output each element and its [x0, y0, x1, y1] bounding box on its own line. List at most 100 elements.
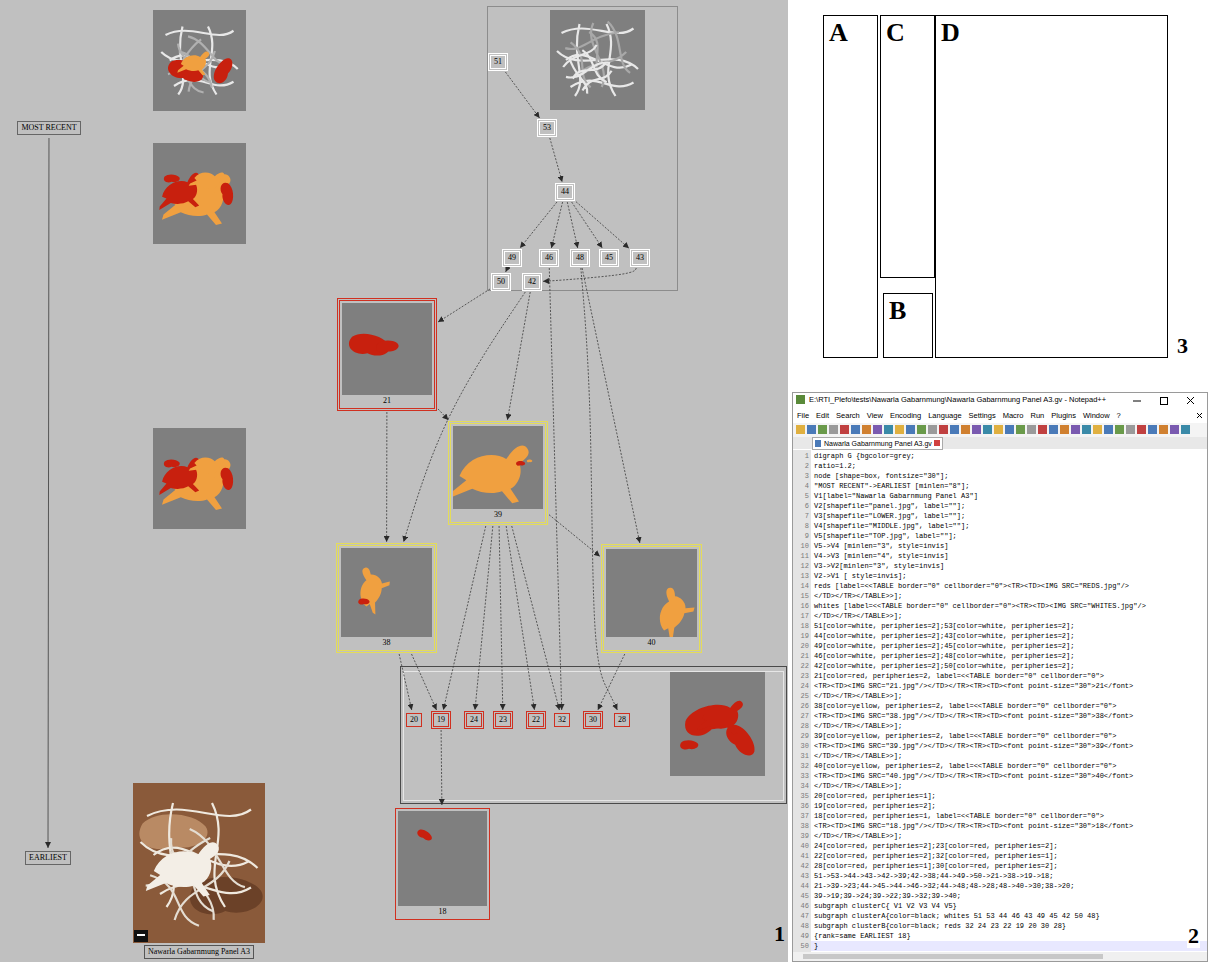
scrollbar-thumb: [803, 954, 1103, 959]
image-ground: [342, 303, 432, 395]
line-number: 18: [793, 621, 809, 631]
precedence-arrow: [520, 202, 557, 248]
line-number: 45: [793, 891, 809, 901]
line-number: 22: [793, 661, 809, 671]
phase-box: 49: [504, 251, 520, 265]
line-number: 33: [793, 771, 809, 781]
cluster-frame: [404, 672, 784, 801]
caption-box: Nawarla Gabarnmung Panel A3: [144, 945, 254, 959]
line-number: 32: [793, 761, 809, 771]
toolbar-icon: [884, 425, 893, 434]
image-phase-box: 21: [339, 300, 435, 409]
phase-box: 28: [614, 713, 630, 727]
layout-panel: B: [883, 293, 933, 358]
line-number: 6: [793, 501, 809, 511]
line-number: 2: [793, 461, 809, 471]
layout-panel: D: [935, 15, 1168, 358]
image-ground: [153, 10, 246, 111]
phase-box: 19: [433, 713, 449, 727]
precedence-arrow: [576, 202, 629, 249]
code-line: 19[color=red, peripheries=2];: [814, 801, 936, 811]
white-figure-lines: [559, 41, 618, 98]
line-number: 1: [793, 451, 809, 461]
precedence-arrow: [412, 654, 437, 710]
phase-box: 51: [490, 55, 506, 69]
code-line: 21[color=red, peripheries=2, label=<<TAB…: [814, 671, 1104, 681]
phase-box: 53: [539, 121, 555, 135]
painted-figure: [210, 55, 236, 86]
precedence-arrow: [48, 138, 50, 848]
line-number: 30: [793, 741, 809, 751]
line-number: 26: [793, 701, 809, 711]
precedence-arrow: [598, 654, 625, 710]
menu-item: Window: [1083, 411, 1110, 421]
painted-figure: [164, 174, 180, 182]
toolbar-icon: [906, 425, 915, 434]
menu-item: View: [867, 411, 883, 421]
menu-item: Language: [928, 411, 961, 421]
line-number: 12: [793, 561, 809, 571]
code-line: 20[color=red, peripheries=1];: [814, 791, 936, 801]
file-tab: [813, 438, 943, 450]
toolbar-icon: [1027, 425, 1036, 434]
node-label: 30: [589, 715, 597, 725]
precedence-arrow: [441, 730, 443, 805]
line-number: 11: [793, 551, 809, 561]
panel-number: 2: [1187, 924, 1200, 948]
image-ground: [606, 549, 697, 637]
cluster-frame: [488, 7, 678, 291]
code-line: V4->V3 [minlen="4", style=invis]: [814, 551, 948, 561]
node-label: 53: [543, 123, 551, 133]
toolbar-icon: [829, 425, 838, 434]
painted-figure: [680, 740, 698, 749]
scale-marker: [134, 930, 148, 942]
node-label: 46: [545, 253, 553, 263]
line-number: 13: [793, 571, 809, 581]
toolbar-icon: [1159, 425, 1168, 434]
line-number: 8: [793, 521, 809, 531]
painted-figure: [220, 467, 235, 491]
line-number: 43: [793, 871, 809, 881]
toolbar-icon: [917, 425, 926, 434]
panel-letter: C: [886, 18, 934, 48]
image-phase-box: 18: [395, 808, 490, 920]
phase-box: 48: [572, 251, 588, 265]
code-line: V4[shapefile="MIDDLE.jpg", label=""];: [814, 521, 969, 531]
toolbar-icon: [1115, 425, 1124, 434]
painted-figure: [375, 340, 399, 354]
code-line: </TD></TR></TABLE>>];: [814, 781, 902, 791]
precedence-arrow: [507, 292, 530, 420]
precedence-arrow: [549, 268, 561, 710]
line-number: 34: [793, 781, 809, 791]
precedence-arrow: [399, 654, 412, 710]
node-label: 22: [532, 715, 540, 725]
node-label: EARLIEST: [29, 853, 67, 863]
code-line: subgraph clusterB{color=black; reds 32 2…: [814, 921, 1066, 931]
menu-item: Run: [1031, 411, 1045, 421]
maximize-button: [1161, 398, 1168, 405]
line-number: 27: [793, 711, 809, 721]
white-figure-lines: [141, 803, 258, 907]
line-number: 17: [793, 611, 809, 621]
line-number: 39: [793, 831, 809, 841]
timeline-box: EARLIEST: [25, 851, 71, 865]
code-line: <TR><TD><IMG SRC="39.jpg"/></TD></TR><TR…: [814, 741, 1133, 751]
toolbar-icon: [1049, 425, 1058, 434]
line-number: 23: [793, 671, 809, 681]
menu-item: ?: [1117, 411, 1121, 421]
line-number: 29: [793, 731, 809, 741]
toolbar-icon: [994, 425, 1003, 434]
node-label: 20: [410, 715, 418, 725]
current-line-highlight: [811, 941, 1207, 951]
code-line: <TR><TD><IMG SRC="21.jpg"/></TD></TR><TR…: [814, 681, 1133, 691]
line-number: 35: [793, 791, 809, 801]
node-label: 50: [497, 277, 505, 287]
phase-box: 50: [493, 275, 509, 289]
menu-item: Search: [836, 411, 860, 421]
precedence-arrow: [582, 268, 640, 543]
line-number: 40: [793, 841, 809, 851]
code-line: 44[color=white, peripheries=2];43[color=…: [814, 631, 1074, 641]
panel-ground: [0, 0, 788, 962]
code-line: V5[shapefile="TOP.jpg", label=""];: [814, 531, 957, 541]
toolbar-icon: [1005, 425, 1014, 434]
